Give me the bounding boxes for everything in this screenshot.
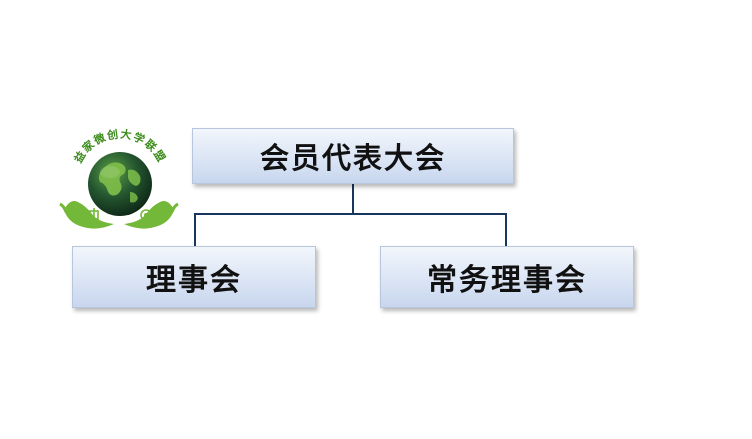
node-standing-council-label: 常务理事会 [427,263,587,298]
connector-root-vertical [352,184,354,214]
connector-right-vertical [505,213,507,246]
node-members-congress-label: 会员代表大会 [259,141,446,175]
node-members-congress: 会员代表大会 [192,128,514,184]
logo-image: 益家微创大学联盟 [59,127,179,229]
right-hand-icon [124,201,174,229]
connector-left-vertical [194,213,196,246]
node-council-label: 理事会 [146,263,242,298]
node-standing-council: 常务理事会 [380,246,634,308]
left-hand-icon [64,201,114,229]
node-council: 理事会 [72,246,316,308]
connector-horizontal [194,213,507,215]
